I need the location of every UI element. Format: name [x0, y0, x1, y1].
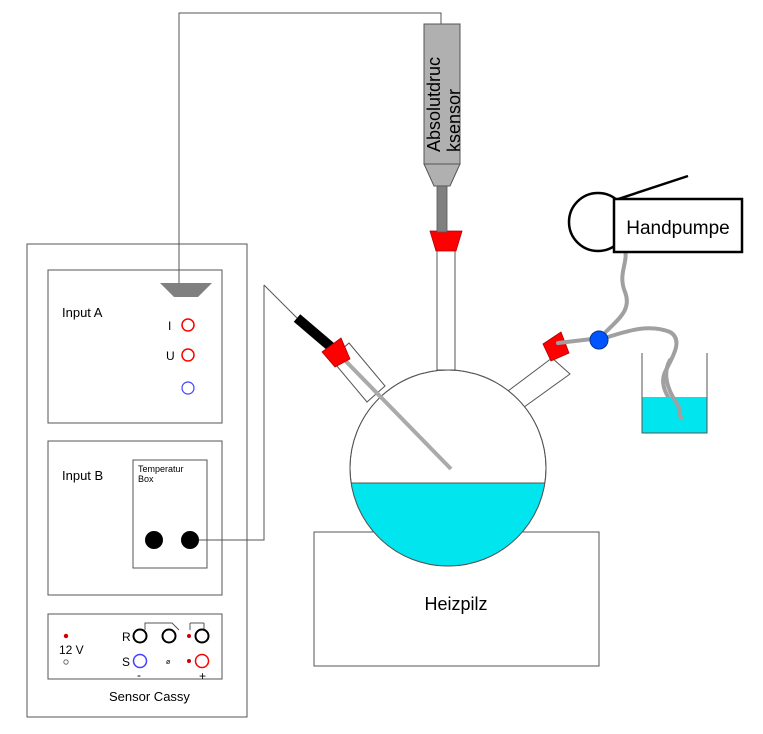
power-led: [63, 633, 69, 639]
relay-switch-line: [144, 622, 180, 631]
input-a-connector: [160, 283, 212, 297]
ground-terminal: [63, 659, 69, 665]
pressure-sensor-label: Absolutdruc ksensor: [424, 57, 464, 152]
relay-r-label: R: [122, 630, 131, 644]
voltage-label: 12 V: [59, 643, 84, 657]
water-beaker: [641, 353, 708, 434]
diameter-icon: ø: [166, 659, 171, 666]
plus-label: +: [199, 669, 206, 683]
flask-center-neck: [436, 249, 456, 371]
socket-u-label: U: [166, 349, 175, 363]
input-b-label: Input B: [62, 468, 103, 483]
thermometer-lead: [263, 284, 298, 319]
temperatur-box-label-1: Temperatur: [138, 464, 184, 474]
heizpilz-label: Heizpilz: [424, 594, 487, 614]
valve-to-pump-hose: [598, 244, 629, 340]
socket-plus-led: [187, 659, 191, 663]
socket-u-red[interactable]: [181, 348, 195, 362]
temperatur-box-label-2: Box: [138, 474, 154, 484]
center-stopper: [429, 230, 463, 252]
pressure-sensor: Absolutdruc ksensor: [423, 23, 464, 233]
minus-label: -: [137, 668, 141, 682]
pump-body: [612, 197, 744, 254]
hose-in-beaker: [664, 358, 684, 420]
pressure-sensor-funnel: [423, 163, 461, 187]
socket-ground-blue[interactable]: [181, 381, 195, 395]
relay-s-label: S: [122, 655, 130, 669]
valve-to-beaker-hose: [606, 326, 682, 418]
pressure-sensor-label-1: Absolutdruc: [424, 57, 444, 152]
relay-socket-right[interactable]: [194, 628, 210, 644]
temperatur-socket-right[interactable]: [181, 531, 199, 549]
temperatur-socket-left[interactable]: [145, 531, 163, 549]
pressure-sensor-label-2: ksensor: [444, 89, 464, 152]
thermometer-handle: [293, 314, 335, 351]
socket-plus-red[interactable]: [194, 653, 210, 669]
socket-i-red[interactable]: [181, 318, 195, 332]
input-a-label: Input A: [62, 305, 103, 320]
power-panel: [47, 613, 223, 680]
pressure-sensor-stem: [436, 185, 448, 233]
hoses: [556, 244, 682, 418]
thermometer-cable: [199, 285, 265, 541]
left-stopper: [321, 337, 351, 368]
socket-i-label: I: [168, 319, 171, 333]
relay-socket-r[interactable]: [132, 628, 148, 644]
temperatur-box: [132, 459, 208, 569]
handpumpe-label: Handpumpe: [626, 218, 730, 239]
right-stopper: [542, 331, 570, 362]
relay-socket-middle[interactable]: [161, 628, 177, 644]
socket-s-blue[interactable]: [132, 653, 148, 669]
relay-led: [187, 634, 191, 638]
handpumpe: Handpumpe: [567, 174, 744, 254]
pressure-sensor-cable: [178, 12, 442, 283]
three-way-valve[interactable]: [589, 330, 609, 350]
pressure-sensor-body: [423, 23, 461, 165]
beaker-walls: [641, 353, 708, 434]
sensor-cassy: Input A I U Input B Temperatur Box 12 V …: [26, 243, 248, 718]
flask-to-valve-hose: [556, 337, 594, 345]
round-bottom-flask: [293, 230, 571, 567]
sensor-cassy-label: Sensor Cassy: [109, 689, 190, 704]
thermometer-rod: [328, 343, 453, 471]
